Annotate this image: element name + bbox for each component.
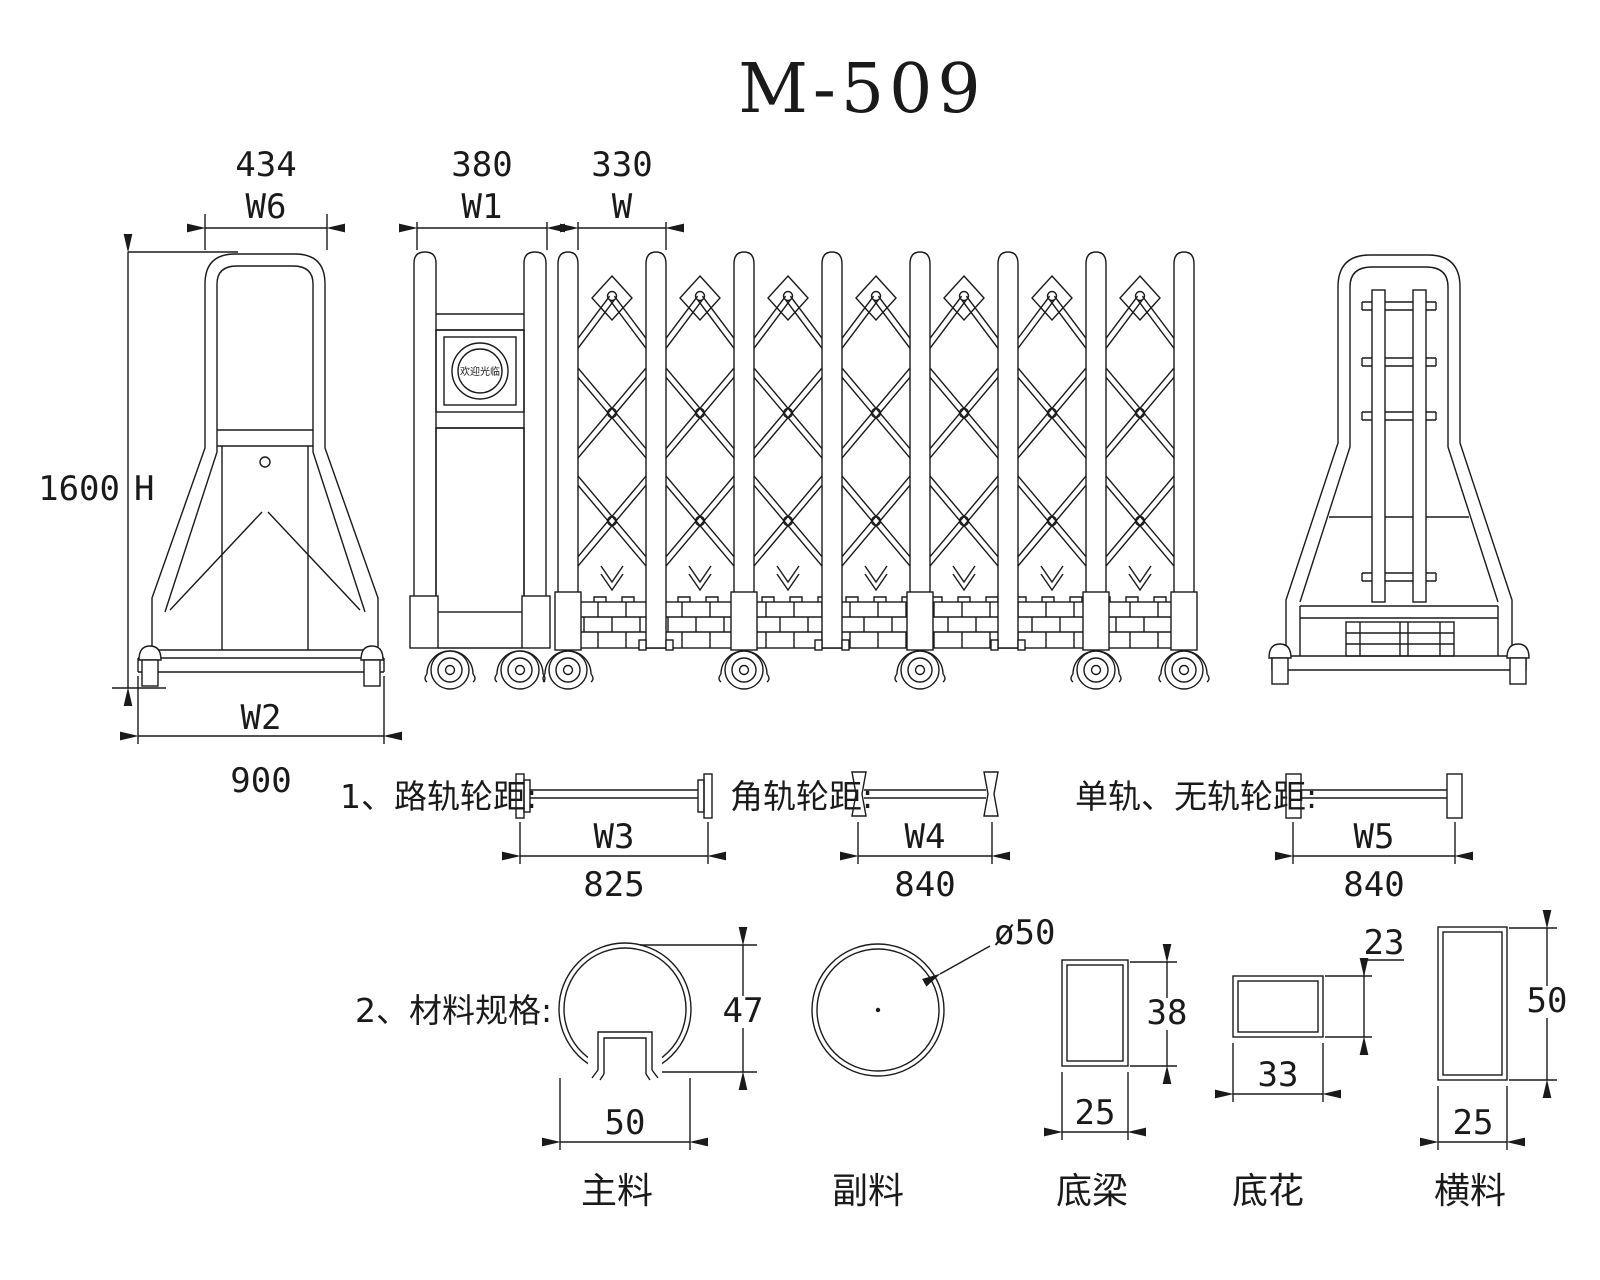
base-width-value: 900 [230, 761, 291, 801]
angle-rail-dim-label: W4 [905, 817, 946, 857]
caster-wheel [1506, 643, 1530, 685]
machine-head-view [409, 251, 551, 690]
single-rail-axle [1274, 773, 1474, 864]
caster-wheel [138, 645, 162, 687]
gate-pitch-dimension [559, 222, 685, 250]
tail-rear-view [1268, 254, 1530, 685]
height-label: H [134, 469, 154, 509]
cross-rail-label: 横料 [1434, 1171, 1506, 1212]
head-logo-text: 欢迎光临 [460, 365, 500, 378]
single-rail-label: 单轨、无轨轮距: [1075, 777, 1317, 816]
drawing-linework [112, 214, 1567, 1150]
main-height-value: 47 [723, 991, 764, 1031]
cross-rail-section [1419, 909, 1567, 1150]
logo-circle [451, 342, 509, 400]
bottom-beam-width: 25 [1075, 1093, 1116, 1133]
base-width-label: W2 [241, 698, 282, 738]
single-rail-dim-label: W5 [1354, 817, 1395, 857]
left-width-value: 434 [235, 145, 296, 185]
single-rail-dim-value: 840 [1343, 865, 1404, 905]
bottom-beam-section [1043, 943, 1187, 1140]
height-value: 1600 [38, 469, 120, 509]
cross-rail-height: 50 [1527, 981, 1568, 1021]
head-wheel [424, 650, 476, 690]
aux-tube-section [811, 943, 991, 1077]
caster-wheel [360, 645, 384, 687]
left-view-dimensions [112, 214, 403, 744]
bottom-flower-width: 33 [1258, 1055, 1299, 1095]
dimension-texts: 434 W6 1600 H W2 900 380 W1 330 W 欢迎光临 1… [38, 145, 1567, 1212]
head-wheel [494, 650, 546, 690]
main-profile-section [541, 926, 763, 1150]
road-rail-dim-value: 825 [583, 865, 644, 905]
bottom-flower-section [1214, 957, 1404, 1102]
left-side-view [137, 253, 385, 687]
head-dimension [398, 222, 566, 250]
bottom-beam-height: 38 [1147, 993, 1188, 1033]
aux-tube-label: 副料 [832, 1171, 904, 1212]
folded-lattice-stack [1345, 621, 1455, 657]
road-rail-axle [501, 773, 727, 864]
cross-rail-width: 25 [1453, 1103, 1494, 1143]
angle-rail-dim-value: 840 [894, 865, 955, 905]
drawing-title: M-509 [738, 50, 985, 129]
head-width-value: 380 [451, 145, 512, 185]
caster-wheel [1268, 643, 1292, 685]
road-rail-label: 1、路轨轮距: [340, 777, 537, 816]
angle-rail-label: 角轨轮距: [730, 777, 873, 816]
road-rail-dim-label: W3 [594, 817, 635, 857]
main-profile-label: 主料 [581, 1171, 653, 1212]
bottom-flower-height: 23 [1364, 923, 1405, 963]
head-width-label: W1 [462, 187, 503, 227]
bottom-flower-label: 底花 [1232, 1171, 1304, 1212]
left-width-label: W6 [246, 187, 287, 227]
tail-ladder [1329, 289, 1469, 603]
bottom-beam-label: 底梁 [1056, 1171, 1128, 1212]
materials-section-label: 2、材料规格: [355, 991, 552, 1030]
gate-pitch-value: 330 [591, 145, 652, 185]
angle-rail-axle [839, 771, 1011, 864]
gate-pitch-label: W [612, 187, 633, 227]
main-width-value: 50 [605, 1103, 646, 1143]
aux-diameter-value: ø50 [994, 913, 1055, 953]
